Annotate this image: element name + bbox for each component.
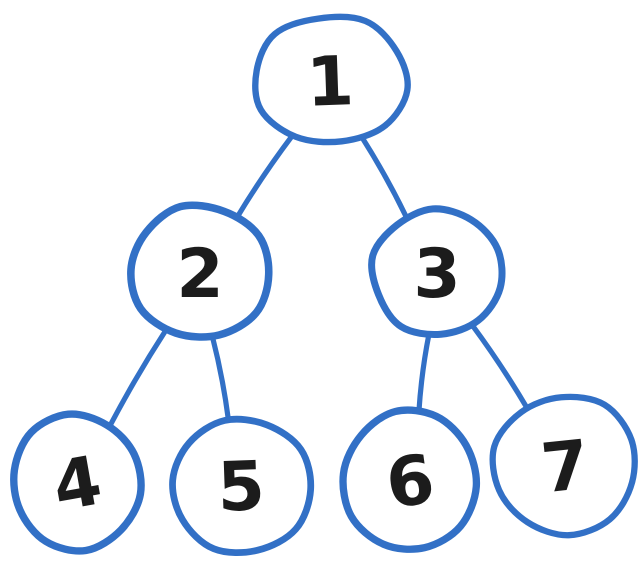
node-circle [169,415,315,557]
node-circle [368,205,506,338]
tree-node-6: 6 [339,406,481,553]
node-label: 1 [305,42,355,123]
tree-node-3: 3 [368,205,506,338]
tree-node-7: 7 [489,393,638,539]
node-label: 7 [538,426,593,510]
tree-node-4: 4 [10,410,145,555]
tree-edge-2-4 [108,327,169,428]
tree-edge-1-2 [235,133,295,219]
node-circle [10,410,145,555]
tree-edge-1-3 [359,135,409,220]
tree-node-1: 1 [252,13,411,146]
tree-node-5: 5 [169,415,315,557]
node-label: 2 [176,235,223,314]
tree-edge-2-5 [209,334,231,422]
node-circle [252,13,411,146]
tree-edge-3-7 [469,322,529,409]
node-circle [339,406,481,553]
node-label: 3 [413,235,460,314]
tree-edge-3-6 [416,331,432,415]
node-label: 5 [216,447,266,528]
node-circle [127,201,273,341]
node-circle [489,393,638,539]
node-label: 6 [381,440,439,525]
tree-node-2: 2 [127,201,273,341]
